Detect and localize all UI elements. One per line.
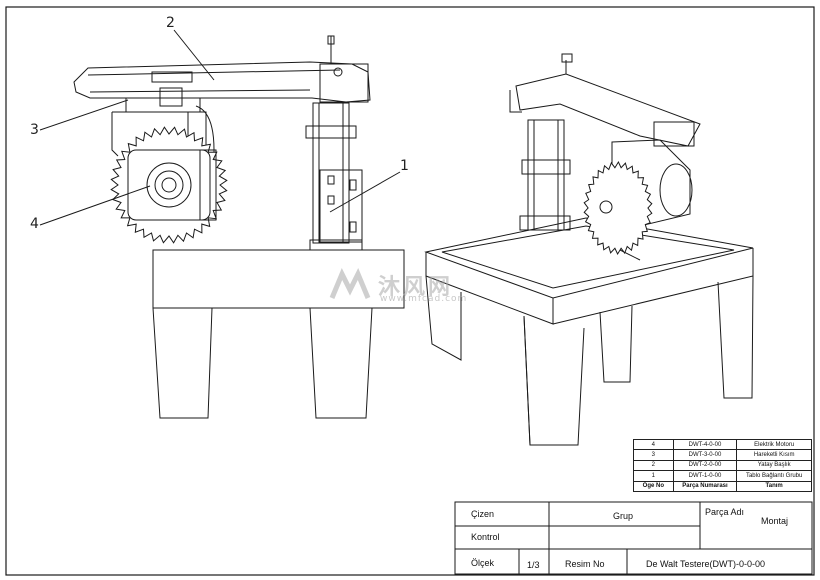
callout-3: 3 bbox=[30, 122, 39, 138]
bom-header-row: Öge No Parça Numarası Tanım bbox=[633, 480, 812, 492]
saw-blade-iso bbox=[583, 160, 653, 256]
title-block: Çizen Grup Parça Adı Montaj Kontrol Ölçe… bbox=[455, 502, 812, 574]
olcek-value: 1/3 bbox=[527, 560, 540, 570]
callout-4: 4 bbox=[30, 216, 39, 232]
cizen-label: Çizen bbox=[471, 509, 495, 519]
bom-item-no: 1 bbox=[633, 470, 674, 482]
resim-no-label: Resim No bbox=[565, 559, 605, 569]
kontrol-label: Kontrol bbox=[471, 532, 500, 542]
front-view bbox=[73, 35, 405, 419]
sheet-border bbox=[5, 6, 815, 576]
bom-item-no: 3 bbox=[633, 449, 674, 461]
bom-part-number: DWT-3-0-00 bbox=[672, 449, 738, 461]
parca-adi-value: Montaj bbox=[761, 516, 789, 526]
bom-table: 4 DWT-4-0-00 Elektrik Motoru 3 DWT-3-0-0… bbox=[633, 438, 812, 492]
isometric-view bbox=[424, 53, 754, 446]
bom-description: Hareketli Kısım bbox=[736, 449, 812, 461]
bom-description: Elektrik Motoru bbox=[736, 438, 812, 451]
grup-label: Grup bbox=[613, 511, 634, 521]
bom-header-description: Tanım bbox=[736, 480, 812, 492]
bom-item-no: 2 bbox=[633, 459, 674, 472]
saw-blade-front bbox=[110, 126, 228, 244]
bom-description: Yatay Başlık bbox=[736, 459, 812, 472]
callout-2: 2 bbox=[166, 15, 175, 31]
bom-item-no: 4 bbox=[633, 438, 674, 451]
bom-description: Tablo Bağlantı Grubu bbox=[736, 470, 812, 482]
parca-adi-label: Parça Adı bbox=[705, 507, 745, 517]
blade-teeth bbox=[110, 126, 228, 244]
resim-no-value: De Walt Testere(DWT)-0-0-00 bbox=[646, 559, 766, 569]
bom-header-part-number: Parça Numarası bbox=[672, 480, 738, 492]
bom-header-item-no: Öge No bbox=[633, 480, 674, 492]
blade-teeth bbox=[583, 160, 653, 256]
bom-part-number: DWT-4-0-00 bbox=[672, 438, 738, 451]
table-row: 4 DWT-4-0-00 Elektrik Motoru bbox=[633, 438, 812, 451]
olcek-label: Ölçek bbox=[471, 558, 495, 568]
bom-part-number: DWT-2-0-00 bbox=[672, 459, 738, 472]
table-row: 3 DWT-3-0-00 Hareketli Kısım bbox=[633, 449, 812, 461]
callout-1: 1 bbox=[400, 158, 409, 174]
bom-part-number: DWT-1-0-00 bbox=[672, 470, 738, 482]
leader-lines bbox=[39, 29, 401, 226]
title-block-lines bbox=[454, 501, 813, 575]
table-row: 2 DWT-2-0-00 Yatay Başlık bbox=[633, 459, 812, 472]
table-row: 1 DWT-1-0-00 Tablo Bağlantı Grubu bbox=[633, 470, 812, 482]
